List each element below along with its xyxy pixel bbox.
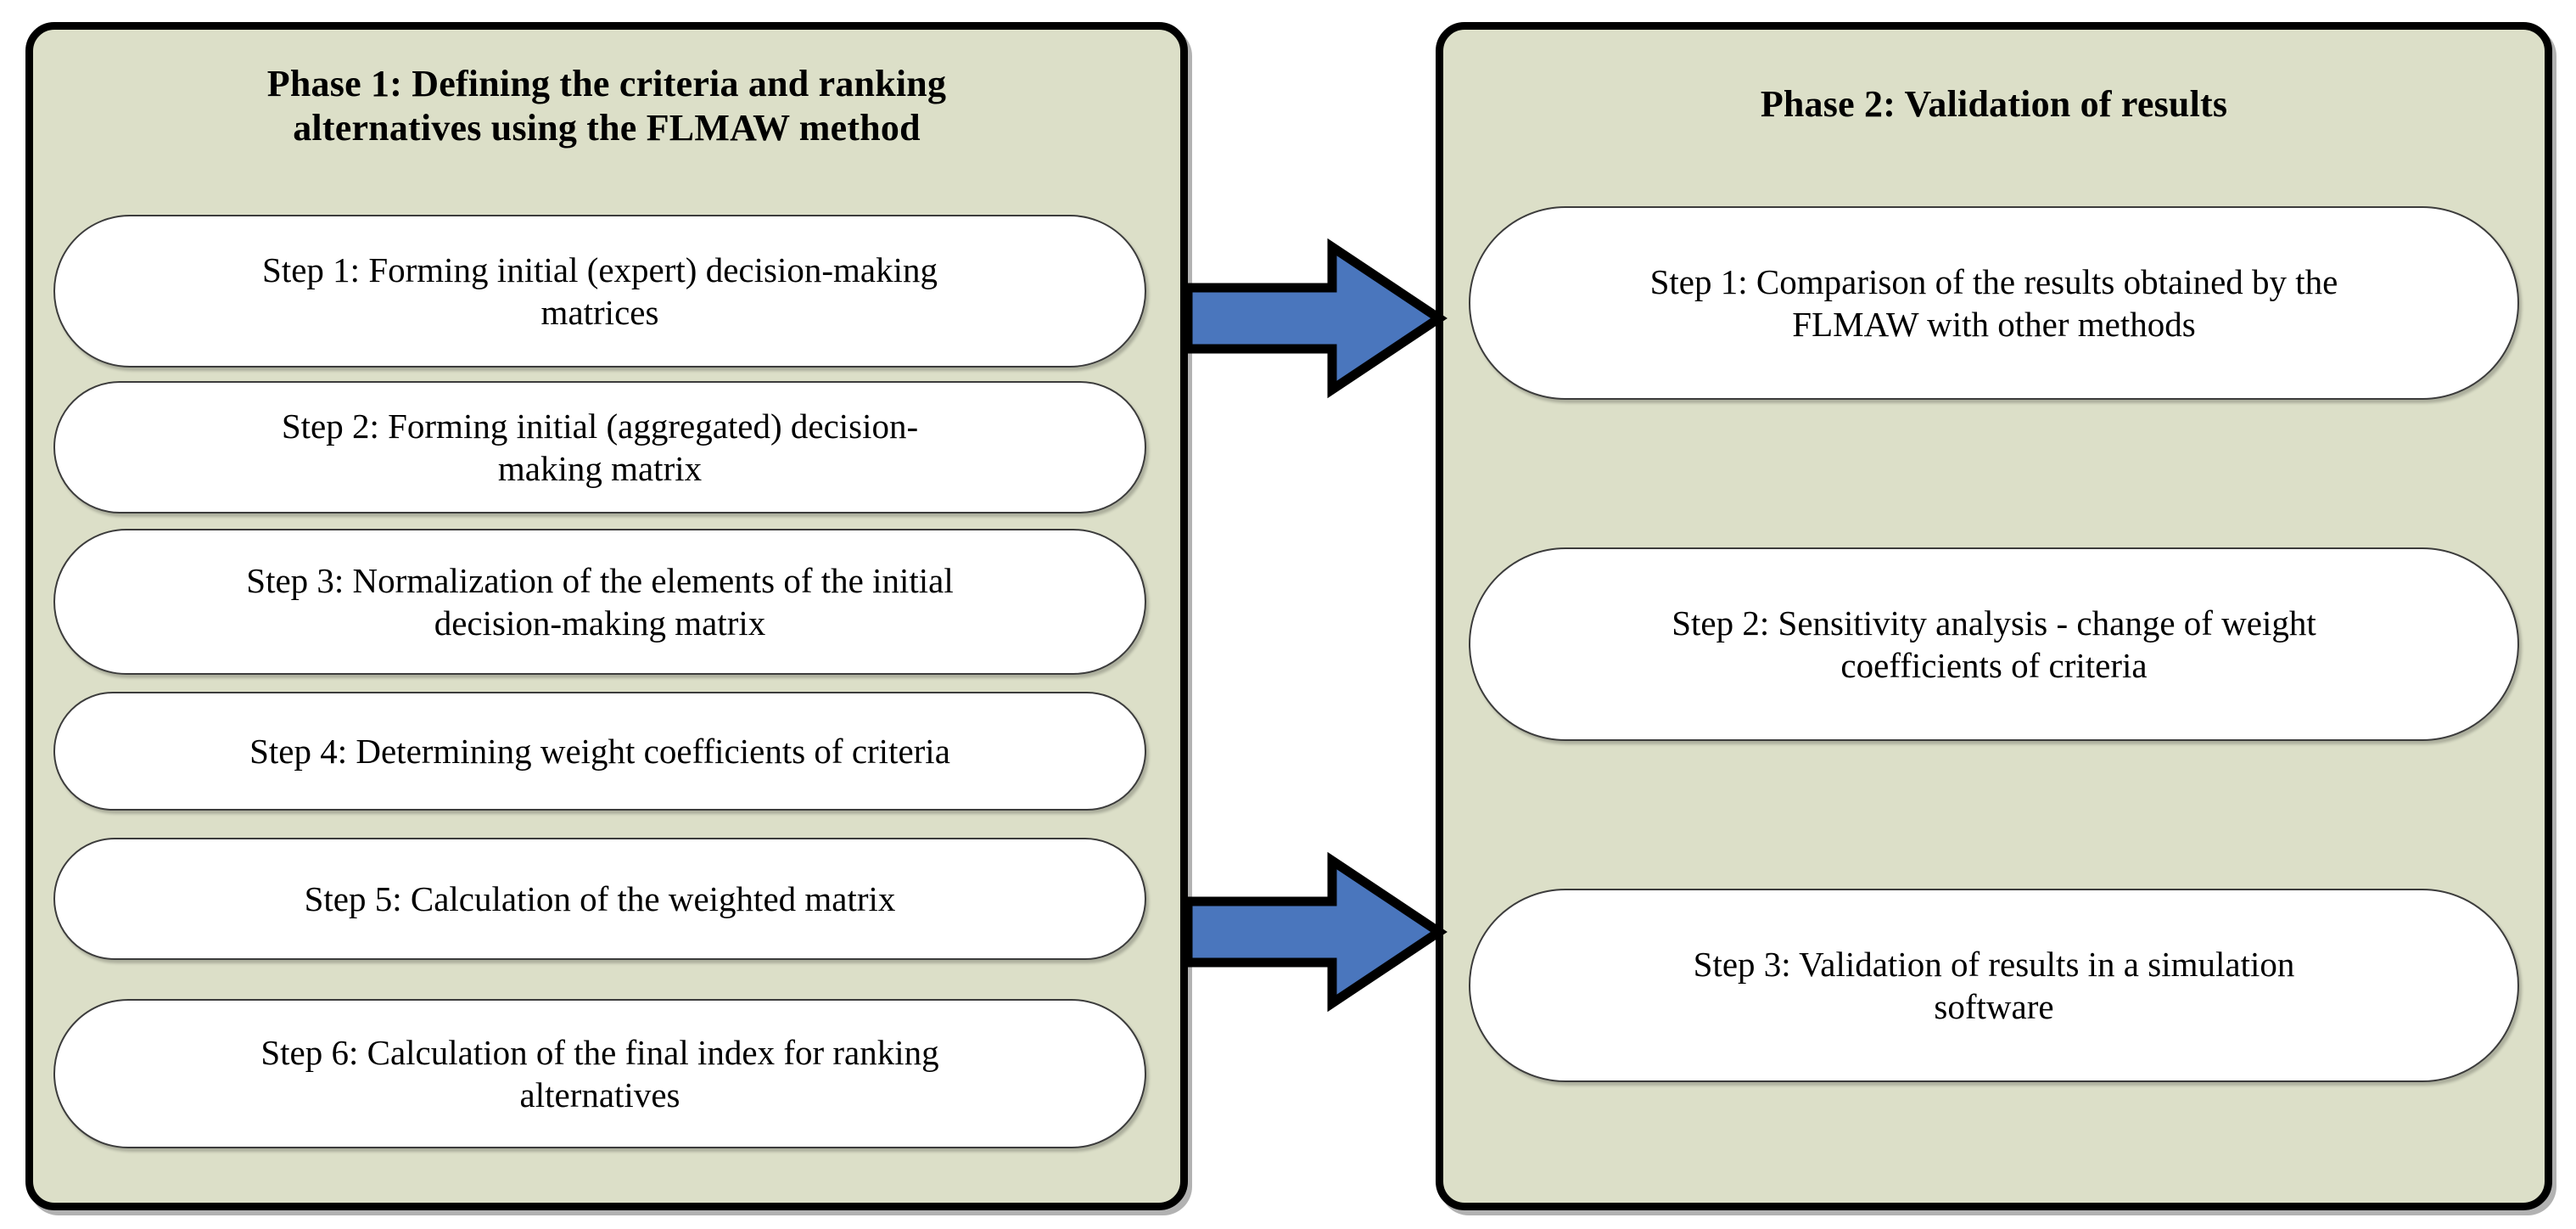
phase-2-title: Phase 2: Validation of results: [1443, 82, 2545, 126]
phase-2-step-3-label: Step 3: Validation of results in a simul…: [1693, 944, 2295, 1026]
arrow-right-icon: [1183, 851, 1448, 1013]
phase-1-step-1-label: Step 1: Forming initial (expert) decisio…: [262, 250, 938, 332]
phase-1-step-4[interactable]: Step 4: Determining weight coefficients …: [53, 692, 1146, 811]
phase-1-step-6[interactable]: Step 6: Calculation of the final index f…: [53, 999, 1146, 1148]
arrow-right-icon: [1183, 238, 1448, 399]
phase-2-step-1[interactable]: Step 1: Comparison of the results obtain…: [1469, 206, 2519, 400]
phase-1-panel: Phase 1: Defining the criteria and ranki…: [25, 22, 1188, 1210]
phase-1-step-1[interactable]: Step 1: Forming initial (expert) decisio…: [53, 215, 1146, 368]
phase-1-step-6-label: Step 6: Calculation of the final index f…: [260, 1032, 939, 1114]
phase-1-step-3-label: Step 3: Normalization of the elements of…: [246, 560, 954, 643]
phase-1-step-5-label: Step 5: Calculation of the weighted matr…: [304, 878, 896, 918]
phase-1-step-4-label: Step 4: Determining weight coefficients …: [249, 731, 950, 771]
phase-1-title: Phase 1: Defining the criteria and ranki…: [33, 62, 1180, 150]
phase-2-panel: Phase 2: Validation of results Step 1: C…: [1436, 22, 2552, 1210]
connector-arrow-bottom: [1183, 851, 1448, 1013]
connector-arrow-top: [1183, 238, 1448, 399]
phase-2-step-2[interactable]: Step 2: Sensitivity analysis - change of…: [1469, 547, 2519, 741]
phase-1-step-2-label: Step 2: Forming initial (aggregated) dec…: [281, 406, 919, 488]
phase-1-title-line-1: Phase 1: Defining the criteria and ranki…: [266, 63, 947, 104]
phase-2-step-3[interactable]: Step 3: Validation of results in a simul…: [1469, 889, 2519, 1082]
phase-1-title-line-2: alternatives using the FLMAW method: [293, 106, 921, 149]
phase-2-step-2-label: Step 2: Sensitivity analysis - change of…: [1672, 603, 2316, 685]
phase-1-step-3[interactable]: Step 3: Normalization of the elements of…: [53, 529, 1146, 675]
phase-1-step-5[interactable]: Step 5: Calculation of the weighted matr…: [53, 838, 1146, 960]
phase-2-title-text: Phase 2: Validation of results: [1760, 83, 2228, 125]
phase-1-step-2[interactable]: Step 2: Forming initial (aggregated) dec…: [53, 381, 1146, 513]
phase-2-step-1-label: Step 1: Comparison of the results obtain…: [1649, 261, 2338, 344]
